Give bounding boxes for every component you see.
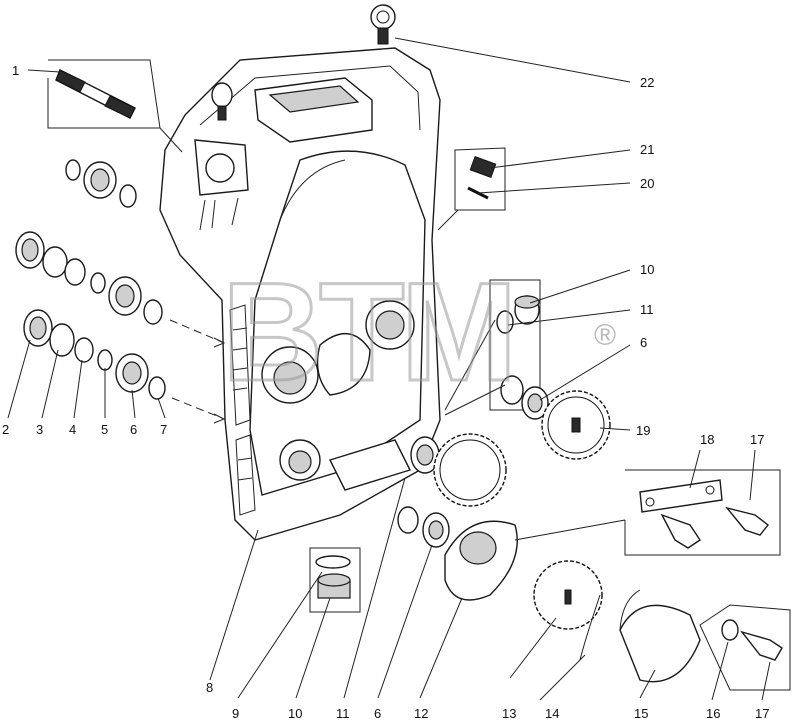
gearbox-housing xyxy=(159,47,441,541)
gear-part-13 xyxy=(533,560,603,630)
callout-1: 1 xyxy=(12,63,19,78)
callout-8: 8 xyxy=(206,680,213,695)
upper-bearing-set xyxy=(65,159,137,208)
center-gear-cluster xyxy=(397,433,507,548)
washer-bolt-parts-16-17 xyxy=(699,604,791,691)
callout-13: 13 xyxy=(502,706,516,721)
middle-seal-bearing-set xyxy=(15,231,226,348)
callout-11-right: 11 xyxy=(640,302,654,317)
callout-4: 4 xyxy=(69,422,76,437)
callout-15: 15 xyxy=(634,706,648,721)
callout-6-bottom: 6 xyxy=(374,706,381,721)
callout-5: 5 xyxy=(101,422,108,437)
gear-part-19 xyxy=(541,390,611,460)
callout-11: 11 xyxy=(336,706,350,721)
plate-part-18-bolt-17 xyxy=(624,469,781,556)
plug-parts-20-21 xyxy=(454,147,506,211)
callout-21: 21 xyxy=(640,142,654,157)
leader-lines xyxy=(7,37,771,701)
callout-17: 17 xyxy=(755,706,769,721)
lower-seal-bearing-set xyxy=(23,309,226,424)
seal-plug-parts-9-10-lower xyxy=(309,547,361,613)
stud-part-1 xyxy=(47,59,161,129)
callout-20: 20 xyxy=(640,176,654,191)
watermark-text: BTM xyxy=(222,253,513,410)
callout-2: 2 xyxy=(2,422,9,437)
callout-3: 3 xyxy=(36,422,43,437)
callout-16: 16 xyxy=(706,706,720,721)
callout-9: 9 xyxy=(232,706,239,721)
registered-mark: ® xyxy=(594,319,616,352)
cover-part-12 xyxy=(444,520,518,601)
callout-17-right: 17 xyxy=(750,432,764,447)
callout-19: 19 xyxy=(636,423,650,438)
callout-12: 12 xyxy=(414,706,428,721)
callout-18: 18 xyxy=(700,432,714,447)
bearing-parts-11-6-right xyxy=(500,375,549,420)
callout-6: 6 xyxy=(130,422,137,437)
plug-part-10-right xyxy=(489,279,541,411)
callout-6-right: 6 xyxy=(640,335,647,350)
callout-22: 22 xyxy=(640,75,654,90)
callout-numbers: 1 2 3 4 5 6 7 22 21 20 10 11 6 19 18 17 … xyxy=(2,63,769,721)
callout-10: 10 xyxy=(288,706,302,721)
callout-10-right: 10 xyxy=(640,262,654,277)
cover-part-15 xyxy=(619,589,701,683)
eye-bolt-part-22 xyxy=(370,4,396,45)
ring-part-14 xyxy=(579,594,601,661)
callout-7: 7 xyxy=(160,422,167,437)
watermark: BTM ® xyxy=(221,252,617,412)
callout-14: 14 xyxy=(545,706,559,721)
housing-eye-bolt xyxy=(211,82,233,121)
